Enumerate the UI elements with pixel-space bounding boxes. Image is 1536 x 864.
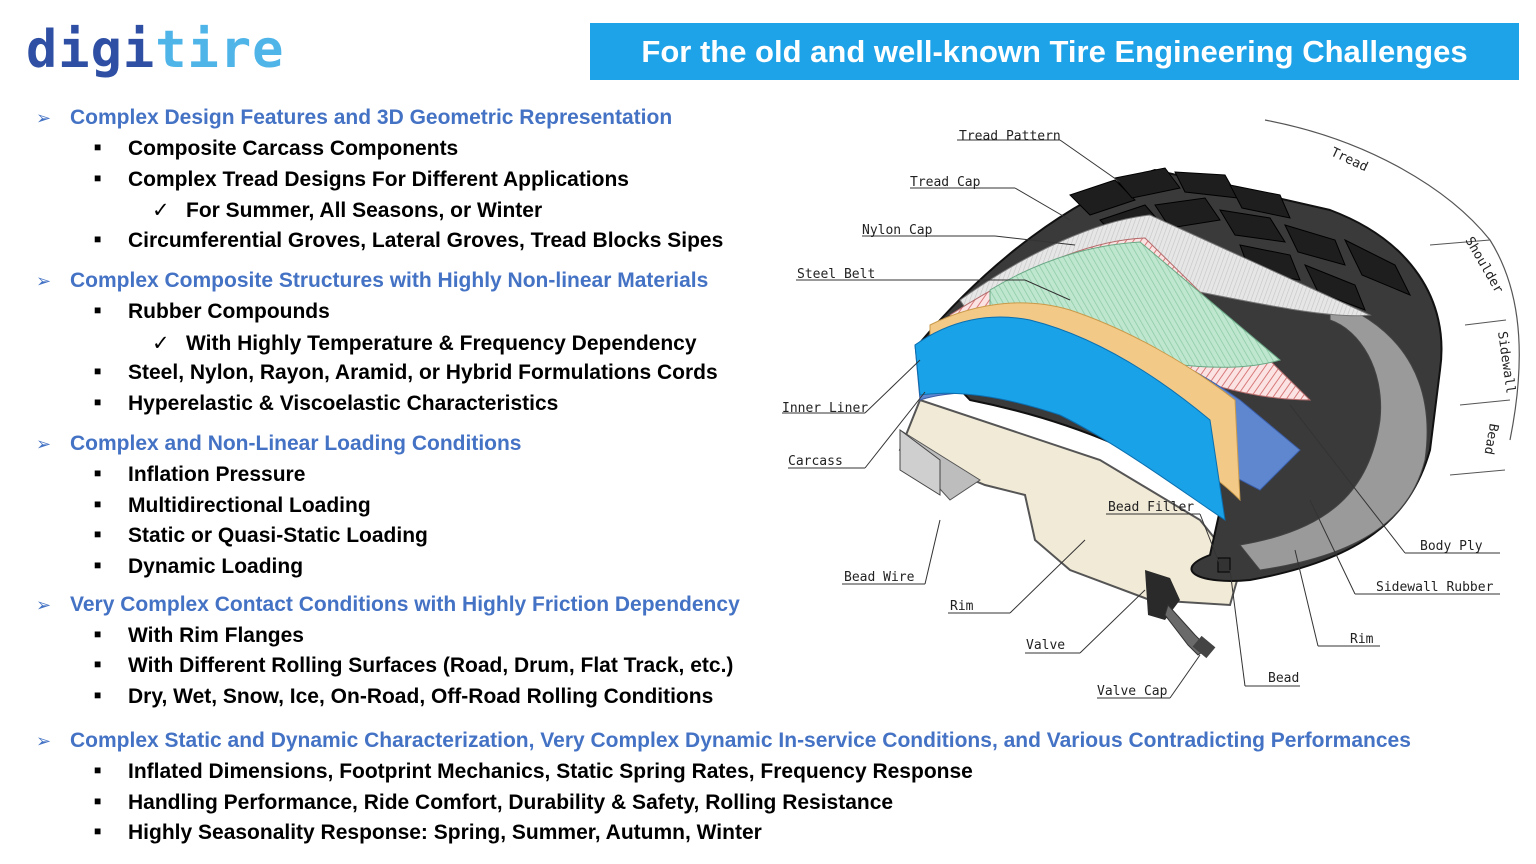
list-item: ■Static or Quasi-Static Loading (94, 524, 428, 547)
label-inner-liner: Inner Liner (782, 401, 868, 416)
square-bullet-icon: ■ (94, 466, 102, 481)
list-item: ■Dry, Wet, Snow, Ice, On-Road, Off-Road … (94, 685, 714, 708)
label-bead-filler: Bead Filler (1108, 500, 1194, 515)
label-tread-cap: Tread Cap (910, 175, 981, 190)
label-steel-belt: Steel Belt (797, 267, 875, 282)
digitire-logo: digitire (26, 20, 284, 80)
arrow-bullet-icon: ➢ (36, 108, 52, 128)
sidewall-shape (1239, 299, 1428, 571)
section-heading: ➢Complex Design Features and 3D Geometri… (36, 106, 673, 129)
valve-shape (1145, 570, 1216, 659)
square-bullet-icon: ■ (94, 688, 102, 703)
checkmark-icon: ✓ (152, 199, 170, 222)
rim-plate (899, 429, 941, 496)
list-item: ■Circumferential Groves, Lateral Groves,… (94, 229, 724, 252)
inner-liner-layer (914, 316, 1226, 522)
label-nylon-cap: Nylon Cap (862, 223, 933, 238)
section-heading: ➢Complex Static and Dynamic Characteriza… (36, 729, 1411, 752)
label-valve: Valve (1026, 638, 1065, 653)
square-bullet-icon: ■ (94, 527, 102, 542)
list-item: ■Composite Carcass Components (94, 137, 459, 160)
square-bullet-icon: ■ (94, 627, 102, 642)
arrow-bullet-icon: ➢ (36, 595, 52, 615)
section-heading: ➢Very Complex Contact Conditions with Hi… (36, 593, 740, 616)
list-item: ■Hyperelastic & Viscoelastic Characteris… (94, 392, 559, 415)
section-heading: ➢Complex Composite Structures with Highl… (36, 269, 709, 292)
label-sidewall: Sidewall (1494, 330, 1518, 394)
bead-wire-shape (1217, 557, 1231, 573)
checkmark-icon: ✓ (152, 332, 170, 355)
square-bullet-icon: ■ (94, 364, 102, 379)
square-bullet-icon: ■ (94, 763, 102, 778)
square-bullet-icon: ■ (94, 171, 102, 186)
list-item: ■Dynamic Loading (94, 555, 304, 578)
square-bullet-icon: ■ (94, 140, 102, 155)
list-item: ■Steel, Nylon, Rayon, Aramid, or Hybrid … (94, 361, 718, 384)
leader-lines (782, 139, 1500, 699)
list-item: ■Rubber Compounds (94, 300, 330, 323)
sub-list-item: ✓For Summer, All Seasons, or Winter (152, 199, 543, 222)
label-tread-pattern: Tread Pattern (959, 129, 1061, 144)
tire-cross-section-diagram: Tread Pattern Tread Cap Nylon Cap Steel … (782, 119, 1520, 699)
tread-blocks (1069, 167, 1412, 311)
square-bullet-icon: ■ (94, 303, 102, 318)
label-sidewall-rubber: Sidewall Rubber (1376, 580, 1494, 595)
label-rim-left: Rim (950, 599, 974, 614)
list-item: ■Complex Tread Designs For Different App… (94, 168, 629, 191)
slide-title: For the old and well-known Tire Engineer… (590, 23, 1519, 80)
square-bullet-icon: ■ (94, 558, 102, 573)
label-shoulder: Shoulder (1462, 235, 1506, 297)
label-carcass: Carcass (788, 454, 843, 469)
square-bullet-icon: ■ (94, 395, 102, 410)
sub-list-item: ✓With Highly Temperature & Frequency Dep… (152, 332, 697, 355)
square-bullet-icon: ■ (94, 497, 102, 512)
label-body-ply: Body Ply (1420, 539, 1483, 554)
list-item: ■Highly Seasonality Response: Spring, Su… (94, 821, 762, 844)
square-bullet-icon: ■ (94, 657, 102, 672)
arrow-bullet-icon: ➢ (36, 271, 52, 291)
label-valve-cap: Valve Cap (1097, 684, 1168, 699)
list-item: ■Handling Performance, Ride Comfort, Dur… (94, 791, 894, 814)
logo-part1: digi (26, 20, 156, 80)
list-item: ■With Different Rolling Surfaces (Road, … (94, 654, 734, 677)
list-item: ■Inflation Pressure (94, 463, 306, 486)
label-bead-dimension: Bead (1481, 422, 1501, 455)
list-item: ■Multidirectional Loading (94, 494, 371, 517)
section-heading: ➢Complex and Non-Linear Loading Conditio… (36, 432, 522, 455)
arrow-bullet-icon: ➢ (36, 731, 52, 751)
label-rim-right: Rim (1350, 632, 1374, 647)
list-item: ■With Rim Flanges (94, 624, 304, 647)
square-bullet-icon: ■ (94, 824, 102, 839)
label-bead: Bead (1268, 671, 1299, 686)
logo-part2: tire (155, 20, 285, 80)
list-item: ■Inflated Dimensions, Footprint Mechanic… (94, 760, 973, 783)
label-bead-wire: Bead Wire (844, 570, 915, 585)
square-bullet-icon: ■ (94, 794, 102, 809)
square-bullet-icon: ■ (94, 232, 102, 247)
arrow-bullet-icon: ➢ (36, 434, 52, 454)
